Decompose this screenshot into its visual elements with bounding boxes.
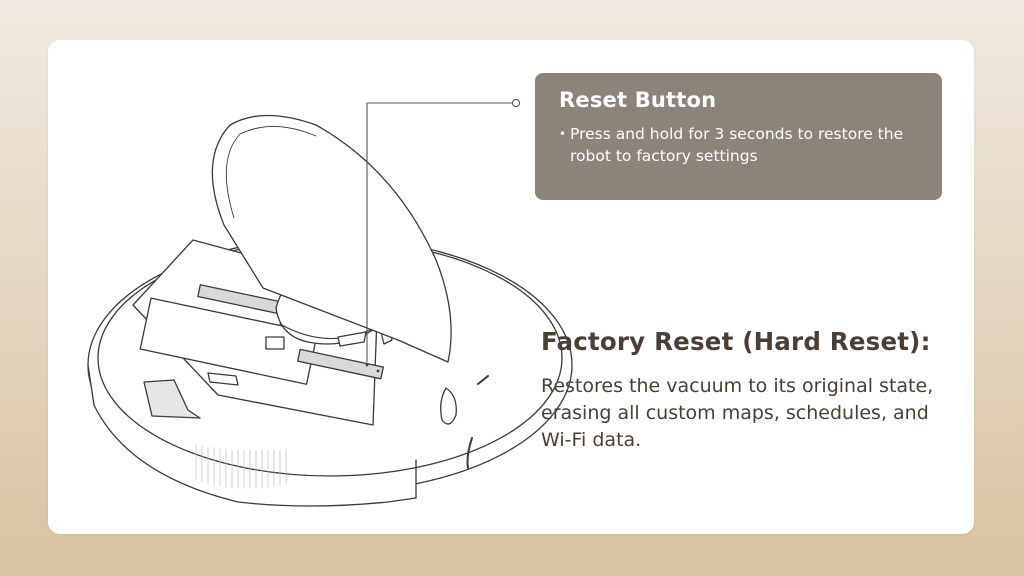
lidar-front: [337, 331, 367, 347]
front-sensor: [440, 387, 457, 425]
dustbin-handle: [143, 379, 201, 419]
side-grille: [195, 444, 287, 489]
deck-center-slot: [265, 336, 285, 350]
lidar-band: [279, 323, 379, 340]
robot-vacuum-illustration: [87, 98, 573, 507]
filter-strip-bottom: [297, 348, 384, 380]
vacuum-lid-open: [211, 114, 452, 363]
callout-leader-line: [366, 102, 513, 363]
callout-title: Reset Button: [559, 88, 717, 112]
reset-button-callout: Reset Button • Press and hold for 3 seco…: [535, 73, 942, 200]
bullet-icon: •: [559, 127, 567, 141]
callout-anchor-dot: [511, 98, 521, 108]
callout-description: Press and hold for 3 seconds to restore …: [570, 125, 904, 165]
side-brush: [466, 375, 489, 469]
dustbin-tab: [207, 372, 239, 386]
factory-reset-heading: Factory Reset (Hard Reset):: [541, 327, 931, 356]
factory-reset-description: Restores the vacuum to its original stat…: [541, 375, 934, 451]
callout-text-row: • Press and hold for 3 seconds to restor…: [559, 123, 920, 167]
reset-button-dot: [365, 363, 369, 367]
content-card: Reset Button • Press and hold for 3 seco…: [48, 40, 974, 534]
lid-inner-edge: [225, 126, 317, 219]
indicator-dot: [376, 369, 380, 373]
